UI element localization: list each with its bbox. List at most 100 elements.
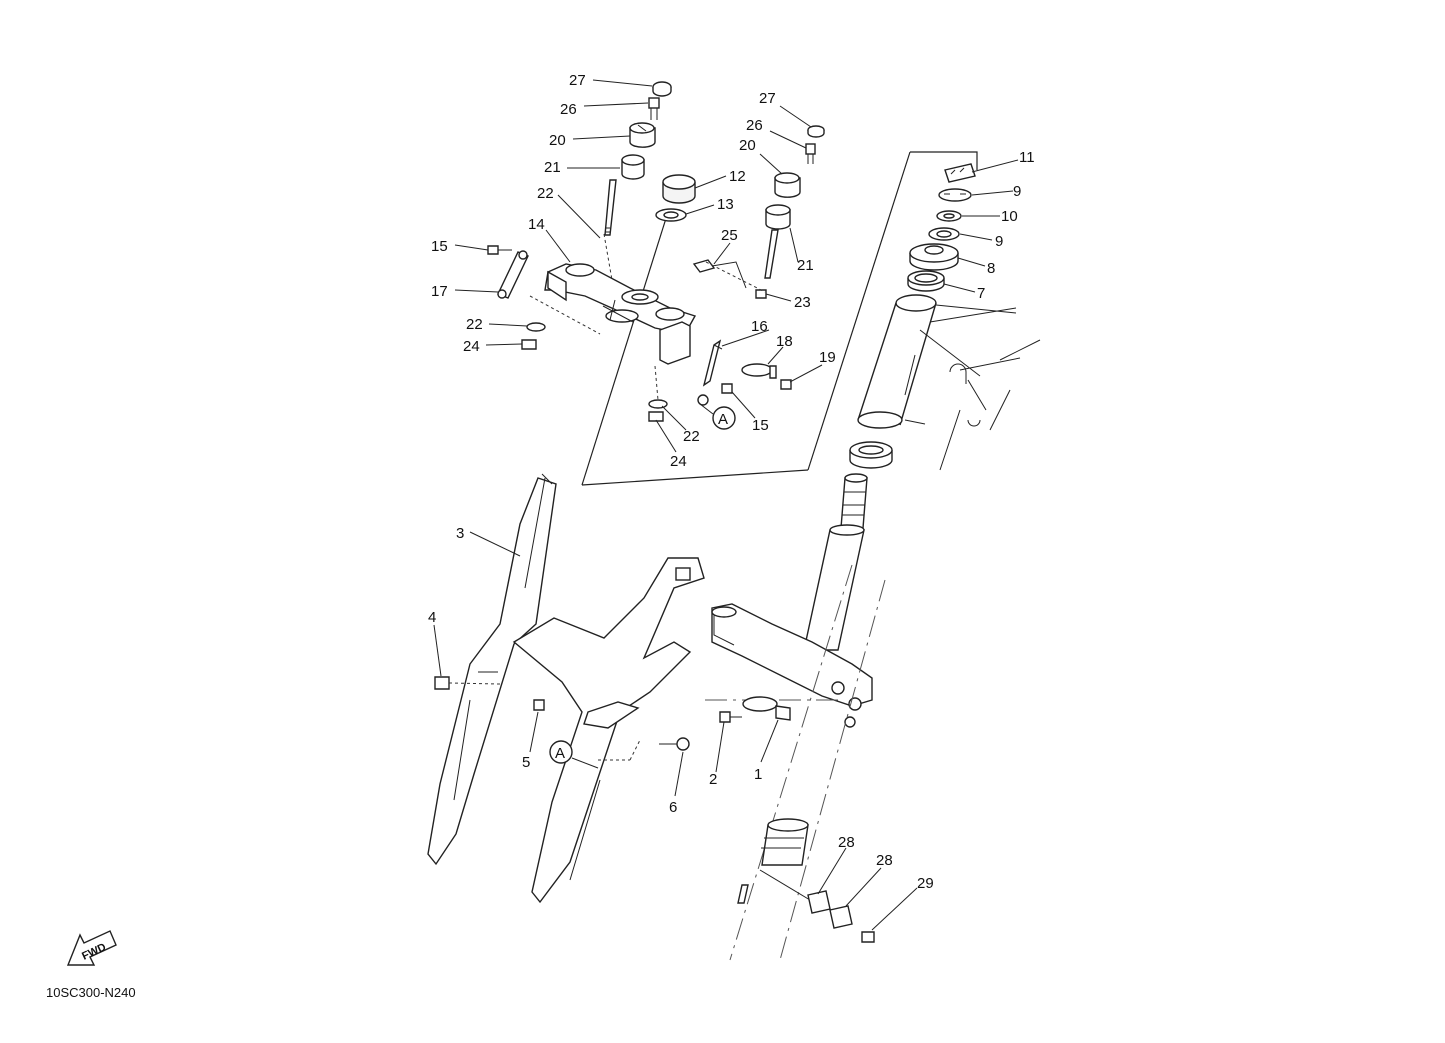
leader-line	[571, 757, 599, 769]
washer-22-right	[648, 399, 668, 409]
part-callouts: 27 26 20 21 22 14 15 17 22 24 12 13 27 2…	[428, 72, 1035, 892]
bolt-15-upper	[487, 245, 512, 255]
clamp-18	[741, 363, 777, 379]
callout-28: 28	[838, 834, 855, 851]
cap-nut-12	[662, 174, 696, 204]
callout-20: 20	[739, 137, 756, 154]
callout-26: 26	[560, 101, 577, 118]
bracket-28-b	[829, 905, 853, 929]
bracket-16	[697, 339, 723, 406]
lock-nut-9-upper	[938, 188, 972, 202]
washer-22-left	[526, 322, 546, 332]
callout-27: 27	[759, 90, 776, 107]
frame-bottom-edge	[581, 469, 809, 486]
callout-10: 10	[1001, 208, 1018, 225]
bolt-19	[780, 379, 792, 390]
svg-text:A: A	[555, 745, 565, 762]
callout-22: 22	[683, 428, 700, 445]
bolt-15-lower	[721, 383, 733, 394]
clamp-1	[742, 696, 791, 721]
fork-axis-left	[729, 564, 853, 961]
handlebar-lower-21-right	[764, 204, 791, 279]
callout-28: 28	[876, 852, 893, 869]
assembly-line	[603, 233, 613, 281]
assembly-line	[654, 365, 659, 401]
under-bracket	[711, 603, 873, 728]
subassembly-frame-line	[910, 151, 978, 170]
callout-11: 11	[1019, 149, 1035, 166]
callout-24: 24	[463, 338, 480, 355]
bracket-25	[692, 259, 747, 289]
frame-right-edge	[807, 151, 911, 471]
assembly-line	[705, 261, 766, 293]
leader-lines	[433, 79, 1019, 931]
bolt-29	[861, 931, 875, 943]
ring-nut-9-lower	[928, 227, 960, 241]
callout-23: 23	[794, 294, 811, 311]
callout-29: 29	[917, 875, 934, 892]
nut-24-left	[521, 339, 537, 350]
callout-a-upper: A	[712, 406, 736, 430]
cap-27-left	[652, 81, 672, 97]
callout-8: 8	[987, 260, 995, 277]
frame-head-pipe	[857, 294, 1041, 471]
assembly-line	[448, 682, 501, 685]
lower-bearing	[849, 441, 893, 469]
callout-7: 7	[977, 285, 985, 302]
bolt-23	[755, 289, 767, 299]
callout-a-lower: A	[549, 740, 573, 764]
dust-cover-8	[909, 243, 959, 271]
callout-5: 5	[522, 754, 530, 771]
nut-4	[434, 676, 450, 690]
callout-24: 24	[670, 453, 687, 470]
callout-16: 16	[751, 318, 768, 335]
callout-18: 18	[776, 333, 793, 350]
callout-26: 26	[746, 117, 763, 134]
steering-stem	[803, 473, 868, 651]
fork-lower-tube	[737, 818, 811, 904]
screw-6	[659, 737, 690, 751]
diagram-code: 10SC300-N240	[46, 985, 136, 1000]
callout-14: 14	[528, 216, 545, 233]
leader-line	[699, 403, 714, 415]
callout-25: 25	[721, 227, 738, 244]
callout-2: 2	[709, 771, 717, 788]
handlebar-upper-20-left	[629, 122, 656, 148]
callout-17: 17	[431, 283, 448, 300]
assembly-line	[529, 295, 601, 335]
callout-21: 21	[544, 159, 561, 176]
bearing-7	[907, 270, 945, 292]
handlebar-upper-20-right	[774, 172, 801, 198]
cap-27-right	[807, 125, 825, 138]
fork-axis-right	[779, 579, 886, 961]
callout-15: 15	[431, 238, 448, 255]
leg-shield-3	[427, 473, 705, 904]
bracket-28-a	[807, 890, 831, 914]
callout-22: 22	[466, 316, 483, 333]
callout-22: 22	[537, 185, 554, 202]
nut-11	[944, 163, 976, 183]
callout-4: 4	[428, 609, 436, 626]
upper-bracket-14	[544, 263, 697, 365]
callout-9: 9	[1013, 183, 1021, 200]
callout-12: 12	[729, 168, 746, 185]
callout-27: 27	[569, 72, 586, 89]
nut-24-right	[648, 411, 664, 422]
svg-text:A: A	[718, 411, 728, 428]
callout-21: 21	[797, 257, 814, 274]
callout-19: 19	[819, 349, 836, 366]
washer-13	[655, 208, 687, 222]
bolt-26-left	[648, 97, 660, 120]
callout-1: 1	[754, 766, 762, 783]
callout-13: 13	[717, 196, 734, 213]
bolt-26-right	[805, 143, 816, 164]
callout-3: 3	[456, 525, 464, 542]
lock-washer-10	[936, 210, 962, 222]
handlebar-lower-21-left	[604, 154, 645, 236]
callout-20: 20	[549, 132, 566, 149]
stay-bracket-17	[497, 250, 529, 299]
frame-left-edge	[581, 211, 669, 486]
callout-9: 9	[995, 233, 1003, 250]
screw-5	[533, 699, 545, 711]
